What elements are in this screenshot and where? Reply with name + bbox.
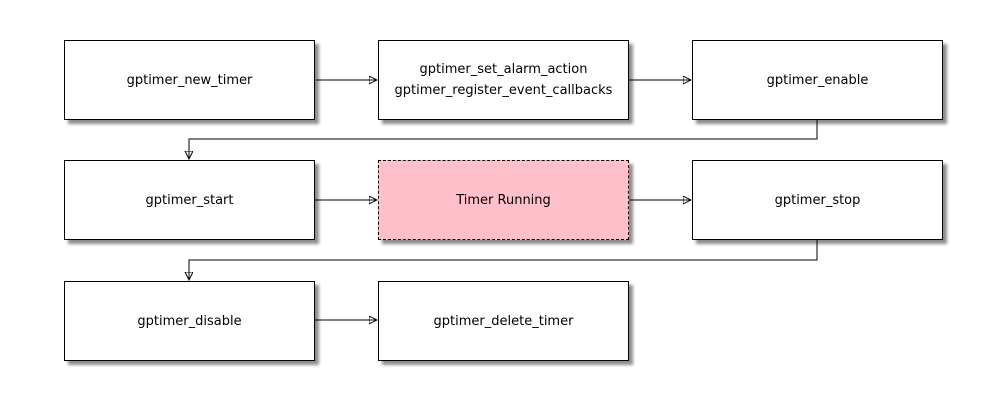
flow-node-gptimer-enable: gptimer_enable (692, 40, 943, 120)
flow-node-configure-alarm-callbacks: gptimer_set_alarm_action gptimer_registe… (378, 40, 629, 120)
flow-node-label: gptimer_disable (137, 313, 242, 329)
edge-enable-to-start (189, 120, 818, 158)
flow-node-label-line2: gptimer_register_event_callbacks (394, 83, 613, 98)
edge-stop-to-disable (189, 240, 818, 279)
flow-node-timer-running: Timer Running (378, 160, 629, 240)
flow-node-gptimer-new-timer: gptimer_new_timer (64, 40, 315, 120)
flow-node-gptimer-disable: gptimer_disable (64, 281, 315, 361)
flow-node-label: gptimer_new_timer (126, 72, 253, 88)
flow-node-label: gptimer_delete_timer (433, 313, 574, 329)
flow-node-label: gptimer_enable (766, 72, 869, 88)
flow-node-label-line1: gptimer_set_alarm_action (419, 62, 588, 77)
flow-node-label: gptimer_stop (774, 192, 861, 208)
flow-node-gptimer-stop: gptimer_stop (692, 160, 943, 240)
flow-node-label: gptimer_start (145, 192, 234, 208)
flow-node-gptimer-delete-timer: gptimer_delete_timer (378, 281, 629, 361)
flow-node-label: Timer Running (456, 192, 551, 208)
flow-node-gptimer-start: gptimer_start (64, 160, 315, 240)
